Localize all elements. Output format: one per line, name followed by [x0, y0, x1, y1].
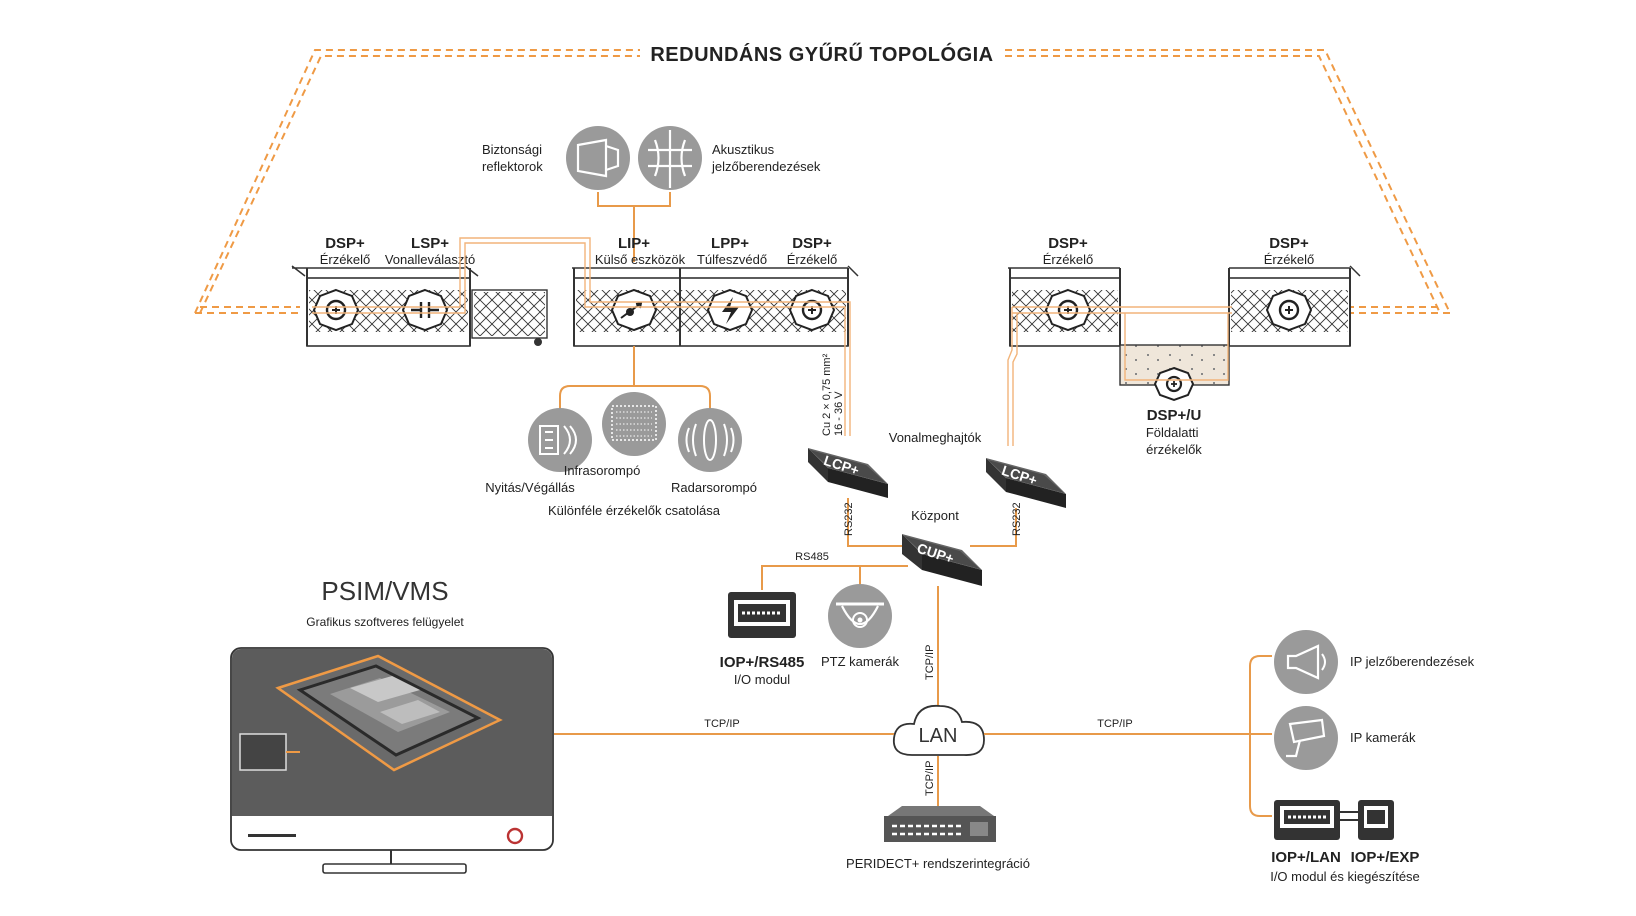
cable-spec: Cu 2 × 0,75 mm² 16 - 36 V	[821, 351, 845, 436]
integration-server	[884, 806, 996, 842]
lsp-separator-icon	[401, 288, 449, 332]
lan-cloud	[892, 704, 985, 756]
lcp-device-right: LCP+	[986, 458, 1066, 508]
rs485-label: RS485	[795, 551, 829, 563]
fence-labels: DSP+ Érzékelő LSP+ Vonalleválasztó LIP+ …	[320, 235, 1315, 267]
iop-exp-label: IOP+/EXP	[1351, 849, 1420, 866]
ptz-camera-icon	[828, 584, 892, 648]
sensor-link	[559, 346, 711, 420]
sensors-caption: Különféle érzékelők csatolása	[548, 503, 721, 518]
underground-sub: Földalatti érzékelők	[1146, 425, 1203, 457]
lip-external-icon	[610, 288, 658, 332]
cable-spec-line2: 16 - 36 V	[833, 391, 845, 436]
top-devices-link	[597, 192, 671, 262]
iop-exp-module	[1340, 800, 1394, 840]
reflectors-line1: Biztonsági	[482, 142, 542, 157]
cup-central-unit: CUP+	[902, 534, 982, 586]
tcpip-right: TCP/IP	[1097, 718, 1132, 730]
ip-signal-label: IP jelzőberendezések	[1350, 654, 1475, 669]
center-label: Központ	[911, 508, 959, 523]
iop-rs485-module	[728, 592, 796, 638]
underground-sub-line1: Földalatti	[1146, 425, 1199, 440]
lan-label: LAN	[919, 725, 958, 747]
bus-wiring	[312, 237, 1232, 446]
dsp-sub-4: Érzékelő	[1264, 252, 1315, 267]
dsp-underground-icon	[1153, 366, 1195, 402]
dsp-label-4: DSP+	[1269, 235, 1309, 252]
rs232-left: RS232	[843, 502, 855, 536]
ip-signal-icon	[1274, 630, 1338, 694]
radar-label: Radarsorompó	[671, 480, 757, 495]
reflectors-line2: reflektorok	[482, 159, 543, 174]
iop-lan-label: IOP+/LAN	[1271, 849, 1341, 866]
dsp-label-1: DSP+	[325, 235, 365, 252]
radar-barrier-icon	[678, 408, 742, 472]
psim-title: PSIM/VMS	[321, 576, 448, 606]
lpp-surge-icon	[706, 288, 754, 332]
right-bracket	[1249, 655, 1272, 817]
iop-lan-module	[1274, 800, 1340, 840]
dsp-sensor-icon-1	[312, 288, 360, 332]
cable-spec-line1: Cu 2 × 0,75 mm²	[821, 353, 833, 436]
dsp-sub-2: Érzékelő	[787, 252, 838, 267]
psim-sub: Grafikus szoftveres felügyelet	[306, 615, 464, 629]
acoustic-line2: jelzőberendezések	[711, 159, 821, 174]
redundant-ring	[194, 49, 1451, 314]
ip-camera-icon	[1274, 706, 1338, 770]
rs485-link	[761, 565, 908, 590]
line-drivers-label: Vonalmeghajtók	[889, 430, 982, 445]
lsp-label: LSP+	[411, 235, 449, 252]
lpp-sub: Túlfeszvédő	[697, 252, 767, 267]
lpp-label: LPP+	[711, 235, 749, 252]
rs232-right: RS232	[1011, 502, 1023, 536]
iop-lan-sub: I/O modul és kiegészítése	[1270, 869, 1420, 884]
dsp-sensor-icon-2	[788, 288, 836, 332]
reflector-icon	[566, 126, 630, 190]
lip-label: LIP+	[618, 235, 650, 252]
dsp-sensor-icon-4	[1265, 288, 1313, 332]
lcp-device-left: LCP+	[808, 448, 888, 498]
dsp-label-3: DSP+	[1048, 235, 1088, 252]
lsp-sub: Vonalleválasztó	[385, 252, 475, 267]
ip-camera-label: IP kamerák	[1350, 730, 1416, 745]
psim-monitor	[230, 647, 554, 874]
underground-label: DSP+/U	[1147, 407, 1202, 424]
dsp-sensor-icon-3	[1044, 288, 1092, 332]
iop-rs485-label: IOP+/RS485	[720, 654, 805, 671]
gate-label: Nyitás/Végállás	[485, 480, 575, 495]
gate-sensor-icon	[528, 408, 592, 472]
acoustic-label: Akusztikus jelzőberendezések	[711, 142, 821, 174]
rs232-link-left	[847, 498, 902, 547]
ring-title: REDUNDÁNS GYŰRŰ TOPOLÓGIA	[650, 42, 993, 66]
dsp-label-2: DSP+	[792, 235, 832, 252]
integration-label: PERIDECT+ rendszerintegráció	[846, 856, 1030, 871]
reflectors-label: Biztonsági reflektorok	[482, 142, 546, 174]
infrared-barrier-icon	[602, 392, 666, 456]
tcpip-integration: TCP/IP	[924, 761, 936, 796]
tcpip-cup: TCP/IP	[924, 645, 936, 680]
acoustic-line1: Akusztikus	[712, 142, 775, 157]
tcpip-psim: TCP/IP	[704, 718, 739, 730]
rs232-link-right	[970, 508, 1017, 547]
dsp-sub-1: Érzékelő	[320, 252, 371, 267]
infra-label: Infrasorompó	[564, 463, 641, 478]
lip-sub: Külső eszközök	[595, 252, 686, 267]
ptz-label: PTZ kamerák	[821, 654, 900, 669]
acoustic-signal-icon	[638, 126, 702, 190]
dsp-sub-3: Érzékelő	[1043, 252, 1094, 267]
iop-rs485-sub: I/O modul	[734, 672, 790, 687]
underground-sub-line2: érzékelők	[1146, 442, 1202, 457]
